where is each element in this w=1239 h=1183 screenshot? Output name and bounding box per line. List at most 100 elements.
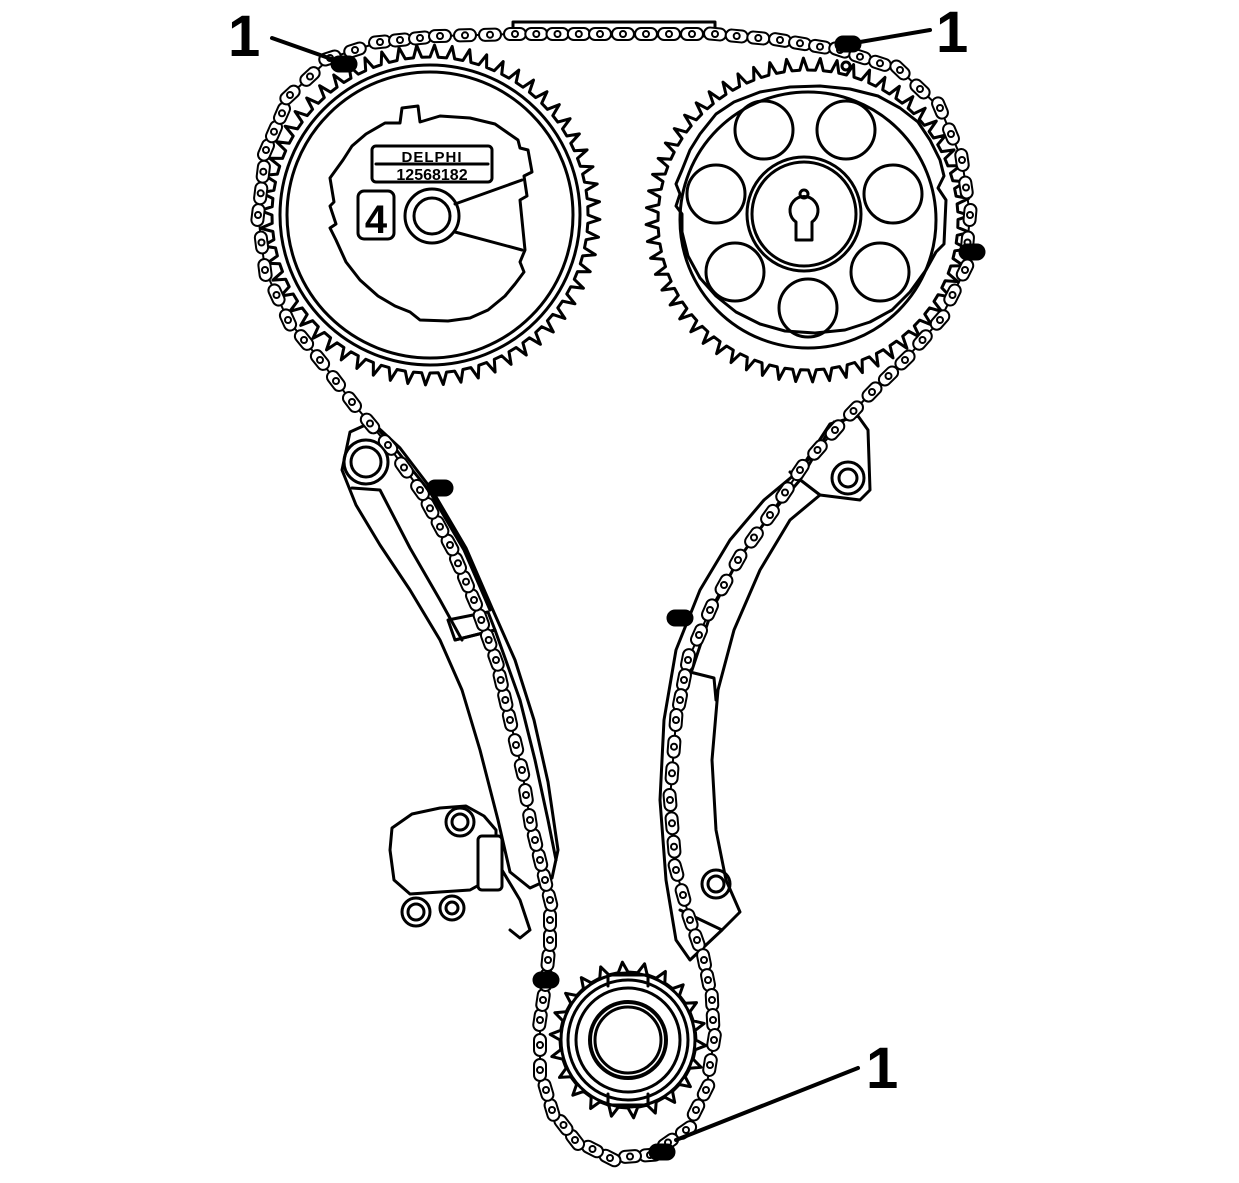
chain-pin (692, 1106, 700, 1114)
chain-pin (257, 238, 266, 247)
chain-link (543, 908, 557, 932)
chain-pin (958, 156, 966, 164)
chain-link (664, 761, 680, 786)
chain-link (909, 78, 931, 100)
chain-link (377, 434, 399, 456)
right-chain-guide (658, 414, 872, 962)
chain-link (278, 308, 298, 332)
chain-pin (700, 956, 708, 964)
right-sprocket-teeth (644, 56, 972, 384)
chain-link (942, 122, 960, 146)
chain-link (267, 283, 286, 307)
chain-pin (400, 463, 408, 472)
chain-pin (702, 1086, 710, 1094)
chain-link (746, 30, 771, 46)
chain-pin (901, 356, 909, 364)
chain-pin (686, 916, 694, 924)
chain-link (962, 203, 978, 227)
chain-link (299, 66, 321, 87)
chain-pin (506, 716, 514, 724)
hole (849, 241, 911, 303)
chain-pin (781, 488, 789, 497)
chain-pin (396, 36, 404, 44)
chain-link (931, 96, 949, 120)
callout-bottom: 1 (866, 1036, 898, 1101)
chain-link (724, 28, 749, 44)
chain-link (533, 1033, 547, 1057)
chain-link (368, 34, 392, 50)
chain-pin (470, 596, 478, 604)
chain-link (790, 458, 810, 482)
chain-pin (813, 446, 822, 454)
right-camshaft-sprocket (644, 56, 972, 384)
chain-link (666, 834, 682, 859)
chain-pin (706, 606, 714, 614)
chain-pin (542, 1086, 550, 1094)
chain-pin (436, 32, 444, 40)
hole (777, 277, 839, 339)
chain-pin (961, 266, 969, 274)
chain-link (253, 181, 269, 206)
chain-pin (672, 866, 680, 874)
chain-link (325, 370, 347, 392)
chain-pin (831, 426, 839, 434)
chain-pin (619, 30, 627, 38)
chain-pin (544, 956, 552, 964)
chain-pin (306, 72, 314, 81)
chain-pin (553, 30, 562, 38)
chain-link (522, 808, 538, 832)
chain-pin (512, 741, 520, 749)
chain-pin (332, 377, 340, 385)
chain-pin (734, 556, 742, 564)
chain-link (543, 928, 557, 952)
chain-pin (936, 316, 944, 324)
chain-link (664, 811, 680, 836)
chain-pin (254, 211, 262, 219)
chain-pin (348, 398, 356, 406)
chain-link (279, 84, 301, 106)
chain-pin (606, 1154, 614, 1162)
chain-pin (518, 766, 526, 774)
chain-pin (454, 559, 462, 568)
chain-link (824, 419, 846, 441)
chain-link (634, 27, 658, 41)
chain-link (588, 27, 612, 41)
chain-link (728, 548, 748, 572)
chain-pin (680, 676, 688, 684)
chain-pin (679, 891, 687, 899)
chain-link (760, 503, 780, 527)
chain-pin (876, 59, 884, 68)
chain-link (705, 1008, 721, 1032)
chain-pin (754, 34, 763, 42)
chain-pin (596, 30, 604, 38)
chain-pin (416, 34, 424, 42)
chain-pin (316, 356, 324, 364)
hole (704, 241, 766, 303)
chain-pin (284, 316, 292, 324)
chain-pin (262, 146, 270, 154)
chain-pin (461, 31, 469, 40)
chain-link (250, 203, 266, 227)
chain-pin (856, 52, 864, 61)
chain-link (503, 27, 527, 41)
chain-link (518, 783, 534, 807)
chain-link (861, 381, 883, 403)
chain-pin (688, 30, 696, 38)
chain-link (808, 38, 832, 55)
leader-line-top-right (858, 28, 932, 44)
chain-link (388, 32, 412, 48)
chain-link (524, 27, 549, 41)
chain-link (666, 734, 682, 759)
chain-pin (539, 996, 547, 1004)
brand-plate (370, 144, 494, 184)
chain-link (513, 758, 531, 782)
timing-mark-link (426, 479, 454, 497)
chain-link (706, 1028, 722, 1052)
chain-pin (256, 189, 265, 198)
chain-pin (571, 1136, 579, 1144)
chain-pin (936, 104, 944, 112)
chain-pin (948, 291, 957, 299)
chain-link (954, 148, 970, 172)
chain-link (702, 1053, 718, 1077)
crank-sprocket-teeth (548, 960, 708, 1120)
